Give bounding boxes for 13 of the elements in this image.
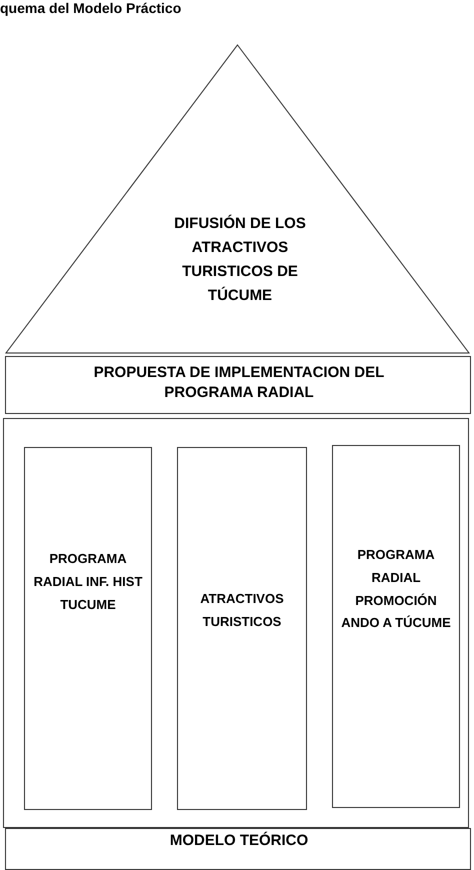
box-label: PROPUESTA DE IMPLEMENTACION DEL PROGRAMA RADIAL: [92, 363, 386, 402]
box-label: MODELO TEÓRICO: [168, 831, 310, 850]
pillar-box: [332, 445, 460, 808]
box-label: PROGRAMA RADIAL INF. HIST TUCUME: [33, 550, 143, 614]
box-label: ATRACTIVOS TURISTICOS: [199, 590, 285, 631]
pillar-box: [24, 447, 152, 810]
pillar-box: [177, 447, 307, 810]
base-band-box: [5, 828, 471, 870]
box-label: DIFUSIÓN DE LOS ATRACTIVOS TURISTICOS DE TÚCUME: [173, 214, 307, 306]
box-label: PROGRAMA RADIAL PROMOCIÓN ANDO A TÚCUME: [340, 546, 452, 632]
diagram-title: quema del Modelo Práctico: [0, 0, 182, 16]
frame-box: [3, 418, 469, 828]
band-box: [5, 356, 471, 414]
